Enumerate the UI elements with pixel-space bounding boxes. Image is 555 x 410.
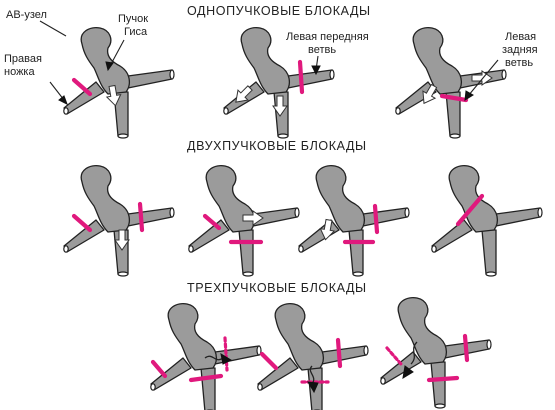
label-his-bundle-line2: Гиса [124, 26, 148, 38]
diagram-left-posterior-block [395, 26, 507, 139]
diagram-trifascicular-3 [380, 296, 492, 409]
label-left-posterior-line2: задняя [502, 44, 538, 56]
label-left-anterior-line1: Левая передняя [286, 31, 369, 43]
label-right-bundle-line1: Правая [4, 53, 42, 65]
label-av-node: АВ-узел [6, 9, 47, 21]
label-left-posterior-line1: Левая [505, 31, 536, 43]
diagram-trifascicular-1 [150, 302, 262, 410]
label-right-bundle-line2: ножка [4, 66, 35, 78]
diagram-rbbb-lafb-block [63, 164, 175, 277]
diagram-rbbb-lpfb-block [298, 164, 410, 277]
diagram-left-anterior-block [223, 26, 335, 139]
diagram-right-bundle-block [63, 26, 175, 139]
diagram-trifascicular-2 [257, 302, 369, 410]
label-his-bundle-line1: Пучок [118, 13, 148, 25]
title-bifascicular: ДВУХПУЧКОВЫЕ БЛОКАДЫ [187, 139, 367, 153]
title-single-fascicle: ОДНОПУЧКОВЫЕ БЛОКАДЫ [187, 4, 371, 18]
diagram-complete-left-block [431, 164, 543, 277]
label-left-posterior-line3: ветвь [505, 57, 533, 69]
title-trifascicular: ТРЕХПУЧКОВЫЕ БЛОКАДЫ [187, 281, 367, 295]
diagram-left-bundle-block [188, 164, 300, 277]
label-left-anterior-line2: ветвь [308, 44, 336, 56]
